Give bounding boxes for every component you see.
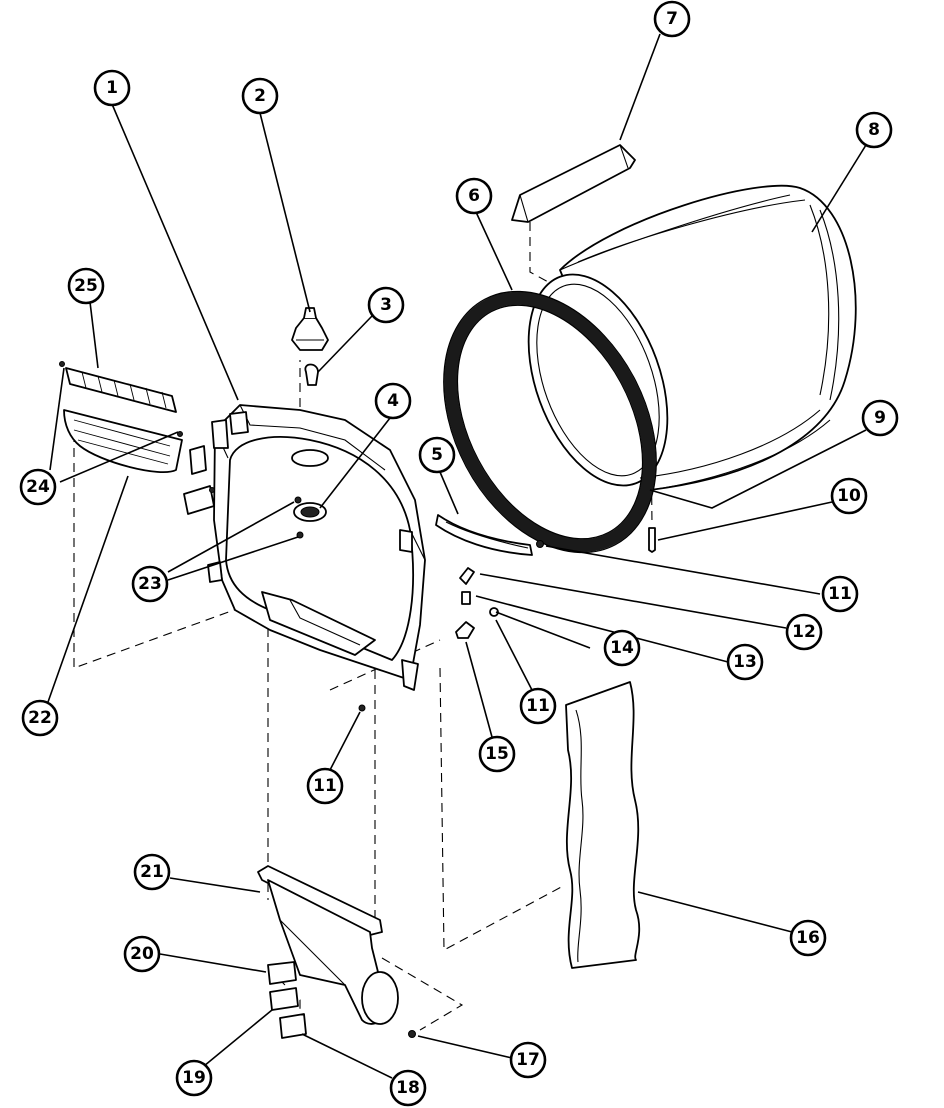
- callout-14: 14: [603, 629, 641, 667]
- lint-filter: [59, 361, 183, 474]
- screws-23: [294, 496, 304, 539]
- callout-7: 7: [653, 0, 691, 38]
- svg-text:21: 21: [140, 862, 164, 882]
- svg-text:13: 13: [733, 652, 757, 672]
- svg-text:2: 2: [254, 86, 266, 106]
- svg-text:19: 19: [182, 1068, 206, 1088]
- svg-text:15: 15: [485, 744, 509, 764]
- callout-9: 9: [861, 399, 899, 437]
- svg-text:11: 11: [828, 584, 852, 604]
- callout-3: 3: [367, 286, 405, 324]
- svg-text:24: 24: [26, 477, 50, 497]
- callout-19: 19: [175, 1059, 213, 1097]
- callout-11-left: 11: [306, 767, 344, 805]
- clip-3: [304, 363, 319, 386]
- callout-11-mid: 11: [519, 687, 557, 725]
- front-panel: [565, 681, 641, 969]
- callout-4: 4: [374, 382, 412, 420]
- screw-17: [408, 1030, 416, 1038]
- callout-22: 22: [21, 699, 59, 737]
- svg-text:25: 25: [74, 276, 98, 296]
- svg-text:9: 9: [874, 408, 886, 428]
- svg-text:11: 11: [313, 776, 337, 796]
- duct-gaskets: [267, 961, 307, 1039]
- svg-text:14: 14: [610, 638, 634, 658]
- callout-12: 12: [785, 613, 823, 651]
- svg-text:23: 23: [138, 574, 162, 594]
- drum-seal-gasket: [443, 290, 657, 554]
- svg-text:4: 4: [387, 391, 399, 411]
- svg-text:22: 22: [28, 708, 52, 728]
- callouts: 1 2 3 4 5 6 7 8 9 10 11 11 11 12 13 14 1…: [19, 0, 899, 1107]
- leader-lines: [47, 33, 867, 1079]
- callout-18: 18: [389, 1069, 427, 1107]
- svg-text:10: 10: [837, 486, 861, 506]
- callout-2: 2: [241, 77, 279, 115]
- svg-text:6: 6: [468, 186, 480, 206]
- callout-16: 16: [789, 919, 827, 957]
- door-switch: [291, 307, 329, 351]
- callout-11-right: 11: [821, 575, 859, 613]
- svg-text:8: 8: [868, 120, 880, 140]
- callout-24: 24: [19, 468, 57, 506]
- front-bulkhead: [207, 404, 426, 691]
- svg-text:16: 16: [796, 928, 820, 948]
- drum: [527, 184, 857, 491]
- small-hardware: [358, 540, 544, 712]
- svg-text:3: 3: [380, 295, 392, 315]
- svg-text:1: 1: [106, 78, 118, 98]
- callout-23: 23: [131, 565, 169, 603]
- svg-text:5: 5: [431, 445, 443, 465]
- callout-15: 15: [478, 735, 516, 773]
- callout-5: 5: [418, 436, 456, 474]
- svg-text:17: 17: [516, 1050, 540, 1070]
- screw-10: [648, 527, 656, 553]
- callout-13: 13: [726, 643, 764, 681]
- drum-baffle: [511, 144, 636, 223]
- callout-6: 6: [455, 177, 493, 215]
- callout-21: 21: [133, 853, 171, 891]
- front-bearing-strip: [435, 514, 533, 556]
- svg-text:11: 11: [526, 696, 550, 716]
- svg-text:7: 7: [666, 9, 678, 29]
- thermostat: [293, 502, 327, 522]
- svg-text:12: 12: [792, 622, 816, 642]
- svg-text:20: 20: [130, 944, 154, 964]
- lint-duct: [257, 865, 399, 1025]
- callout-8: 8: [855, 111, 893, 149]
- callout-25: 25: [67, 267, 105, 305]
- callout-17: 17: [509, 1041, 547, 1079]
- callout-1: 1: [93, 69, 131, 107]
- svg-text:18: 18: [396, 1078, 420, 1098]
- callout-20: 20: [123, 935, 161, 973]
- callout-10: 10: [830, 477, 868, 515]
- hinge-bracket: [183, 445, 215, 515]
